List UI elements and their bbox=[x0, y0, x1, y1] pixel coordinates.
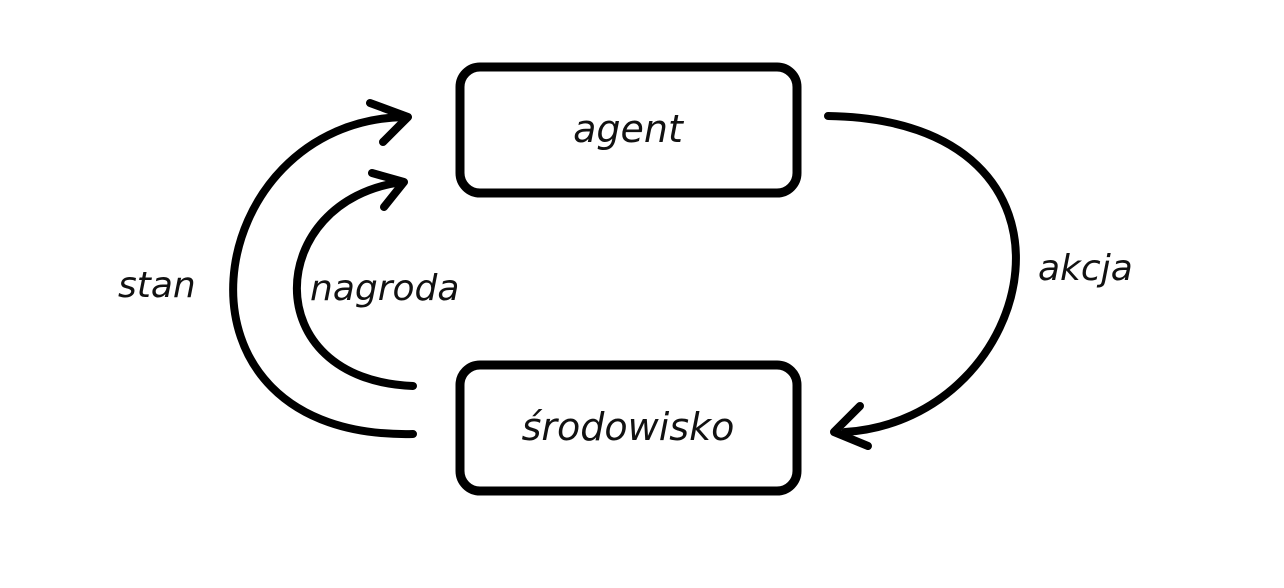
agent-box bbox=[455, 62, 802, 198]
state-arrow bbox=[229, 99, 417, 439]
agent-node: agent bbox=[455, 62, 802, 198]
action-arrow-curve bbox=[824, 112, 1020, 436]
reward-arrow-head bbox=[368, 169, 408, 211]
environment-node: środowisko bbox=[455, 360, 802, 496]
action-arrow bbox=[824, 112, 1020, 450]
reward-label: nagroda bbox=[310, 268, 459, 309]
state-arrow-head bbox=[366, 99, 412, 146]
environment-label: środowisko bbox=[522, 405, 735, 449]
agent-label: agent bbox=[573, 107, 685, 151]
action-arrow-head bbox=[830, 402, 872, 450]
environment-box bbox=[455, 360, 802, 496]
action-label: akcja bbox=[1038, 248, 1133, 289]
reward-arrow-curve bbox=[292, 178, 417, 390]
state-arrow-curve bbox=[229, 113, 417, 439]
reward-arrow bbox=[292, 169, 417, 390]
state-label: stan bbox=[118, 265, 196, 306]
